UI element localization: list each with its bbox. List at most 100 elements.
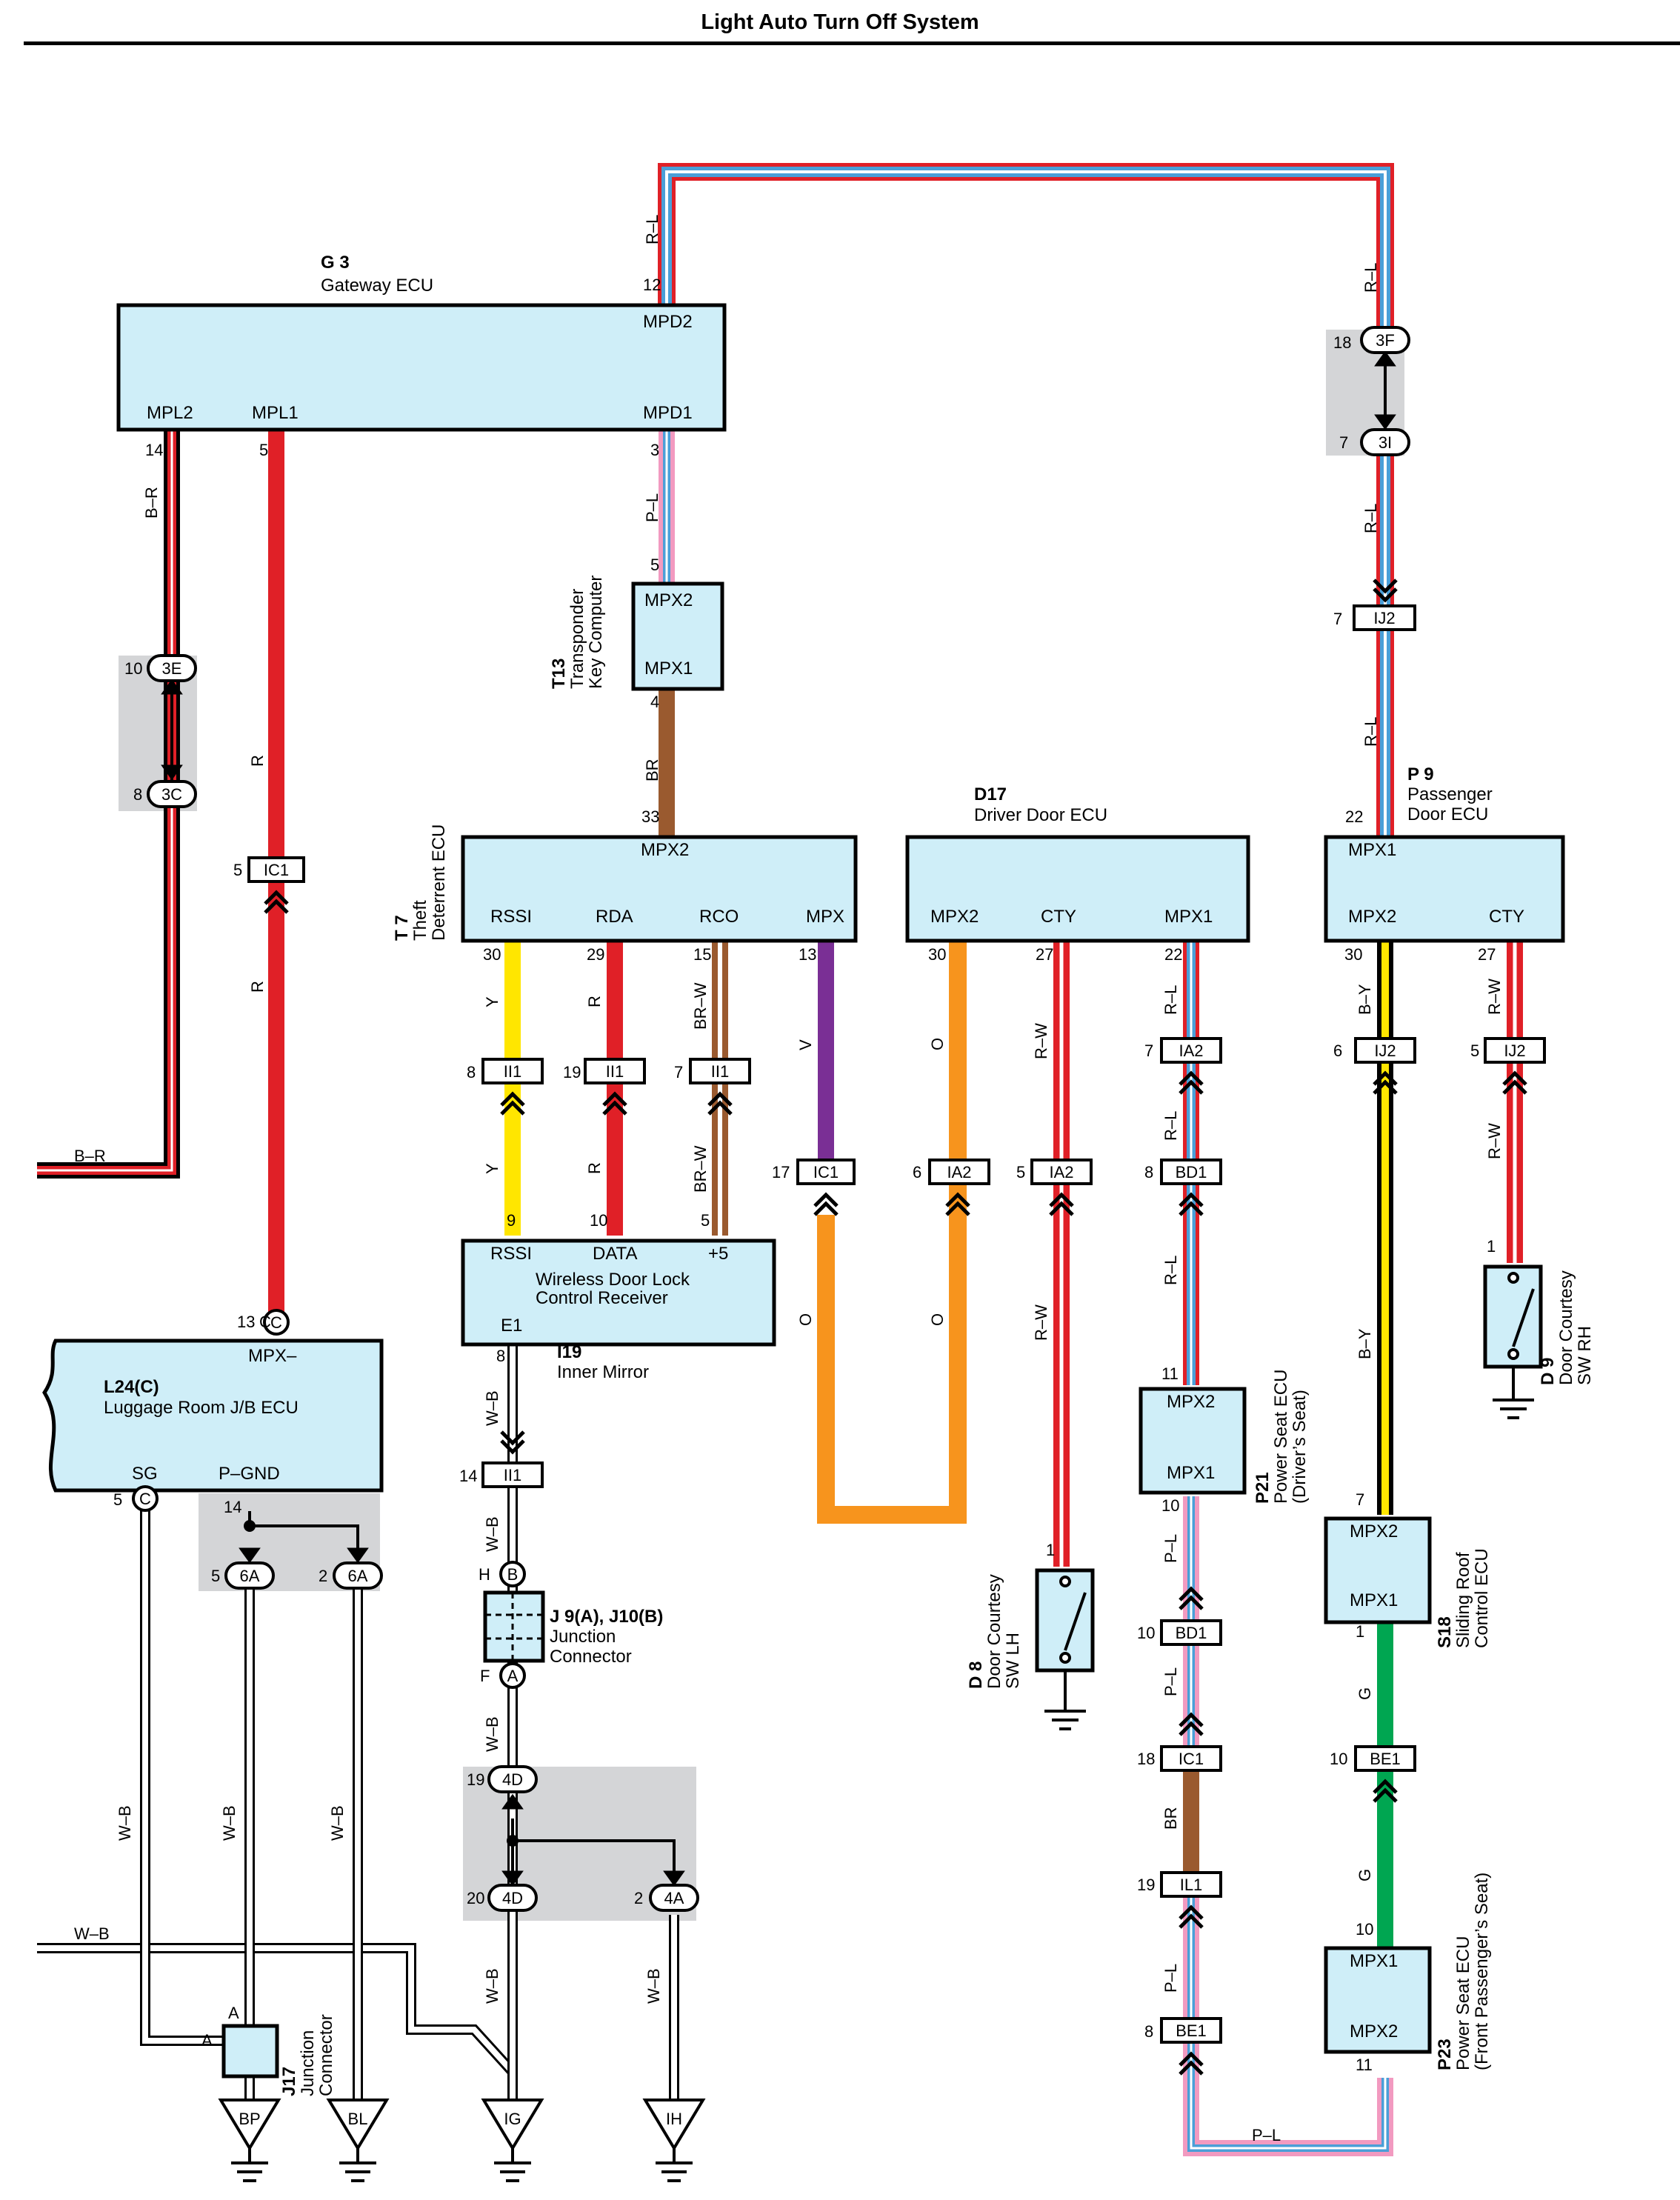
pin-num: 18 [1137,1750,1155,1768]
j9-id: J 9(A), J10(B) [550,1607,663,1627]
pin-num: 5 [233,861,242,879]
d8-name2: SW LH [1003,1633,1023,1689]
pin-num: 5 [211,1567,220,1585]
g3-pin-mpd2: MPD2 [643,312,693,332]
pin-num: 14 [145,441,163,459]
pin-num: 3 [650,441,659,459]
i19-pin-data: DATA [593,1244,637,1264]
pin-num: 5 [1470,1041,1479,1060]
wire-label-b-r: B–R [142,487,161,519]
conn-label-b-j9: B [507,1565,519,1584]
wire-w-b-group [37,1326,679,2100]
conn-label-c: C [259,1313,271,1331]
conn-label-4d-b: 4D [502,1889,523,1907]
conn-label-ij2-b: IJ2 [1374,1041,1396,1060]
pin-num: 5 [650,556,659,574]
wire-label-g-1: G [1356,1687,1374,1700]
d17-pin-mpx1: MPX1 [1164,907,1213,927]
j9-junction-dashes [485,1593,543,1661]
pin-num: A [228,2004,239,2022]
pin-num: 10 [1330,1750,1347,1768]
p21-name1: Power Seat ECU [1271,1370,1291,1504]
wire-label-r-1: R [248,755,267,767]
wire-label-r-l-right-low: R–L [1361,717,1380,747]
d9-switch-symbol [1493,1272,1535,1419]
t7-name1: Theft [410,900,430,941]
pin-num: 5 [259,441,268,459]
t13-pin-mpx2: MPX2 [644,590,693,610]
wire-label-b-y-1: B–Y [1356,984,1374,1015]
splice-arrows [161,350,1396,1887]
conn-label-bd1-a: BD1 [1176,1163,1207,1181]
wire-label-w-b-4: W–B [483,1968,501,2004]
s18-sliding-roof-box [1324,1516,1432,1624]
d9-name1: Door Courtesy [1556,1270,1576,1385]
g3-name: Gateway ECU [321,276,433,296]
pin-num: 5 [1016,1163,1025,1181]
connector-chevrons [264,579,1527,2076]
wire-label-br: BR [643,759,661,781]
i19-name: Inner Mirror [557,1362,649,1382]
d17-pin-mpx2: MPX2 [930,907,979,927]
j9-name1: Junction [550,1627,616,1647]
g3-pin-mpl1: MPL1 [252,403,299,423]
pin-num: 27 [1036,945,1053,964]
l24-pin-pgnd: P–GND [219,1464,280,1484]
conn-label-3c: 3C [161,785,182,804]
t7-pin-rco: RCO [699,907,739,927]
wire-label-r-l-d17-3: R–L [1161,1256,1180,1285]
p21-pin-mpx1: MPX1 [1167,1463,1215,1483]
pin-num: 29 [587,945,604,964]
d17-id: D17 [974,784,1007,804]
p23-id: P23 [1435,2039,1455,2070]
wire-r-l-top-loop [658,163,1394,341]
i19-line2: Control Receiver [536,1288,668,1308]
wire-label-r-2: R [248,981,267,993]
title-rule [24,41,1680,45]
rect-connectors [247,604,1546,2044]
conn-label-a-j9: A [507,1667,519,1685]
d8-switch-symbol [1044,1576,1087,1730]
pin-num: 8 [467,1063,476,1081]
wire-label-w-b-6: W–B [116,1805,134,1841]
l24-luggage-room-box [42,1339,384,1493]
p9-id: P 9 [1407,764,1434,784]
conn-label-ii1-c: II1 [711,1062,729,1081]
pin-num: 10 [1356,1920,1373,1939]
splice-dot-6a [244,1520,256,1532]
ground-ih: IH [666,2110,682,2128]
p9-pin-mpx2: MPX2 [1348,907,1396,927]
conn-label-il1: IL1 [1180,1876,1203,1894]
pin-num: 30 [1344,945,1362,964]
pin-num: 12 [643,276,661,294]
conn-label-3f: 3F [1376,331,1395,350]
pin-num: 8 [496,1347,505,1365]
p21-power-seat-box [1139,1387,1247,1495]
page-title: Light Auto Turn Off System [701,10,979,34]
conn-label-3i: 3I [1379,433,1392,452]
wire-label-r-w-p9-1: R–W [1485,979,1504,1015]
round-connectors [132,1309,526,1689]
s18-name1: Sliding Roof [1453,1552,1473,1648]
j17-id: J17 [279,2067,299,2096]
l24-pin-mpx: MPX– [248,1346,297,1366]
j17-junction-box [221,2024,279,2079]
pin-num: 10 [124,659,142,678]
wire-label-o-1: O [928,1038,947,1050]
p9-passenger-door-box [1324,835,1565,943]
t13-id: T13 [549,659,569,689]
j17-name1: Junction [298,2030,318,2096]
p23-pin-mpx1: MPX1 [1350,1951,1398,1971]
conn-label-6a-a: 6A [240,1567,260,1585]
wire-label-r-l-d17-2: R–L [1161,1111,1180,1141]
wire-label-b-y-2: B–Y [1356,1328,1374,1359]
pin-num: 14 [224,1498,241,1516]
wire-label-p-l-3: P–L [1161,1964,1180,1993]
conn-label-ii1-d: II1 [504,1466,521,1484]
d17-pin-cty: CTY [1041,907,1076,927]
t13-transponder-box [631,581,724,691]
pin-num: 7 [1339,433,1348,452]
i19-pin-e1: E1 [501,1316,522,1336]
wire-label-r-l-right-mid: R–L [1361,504,1380,533]
conn-label-ia2-c: IA2 [1179,1041,1203,1060]
